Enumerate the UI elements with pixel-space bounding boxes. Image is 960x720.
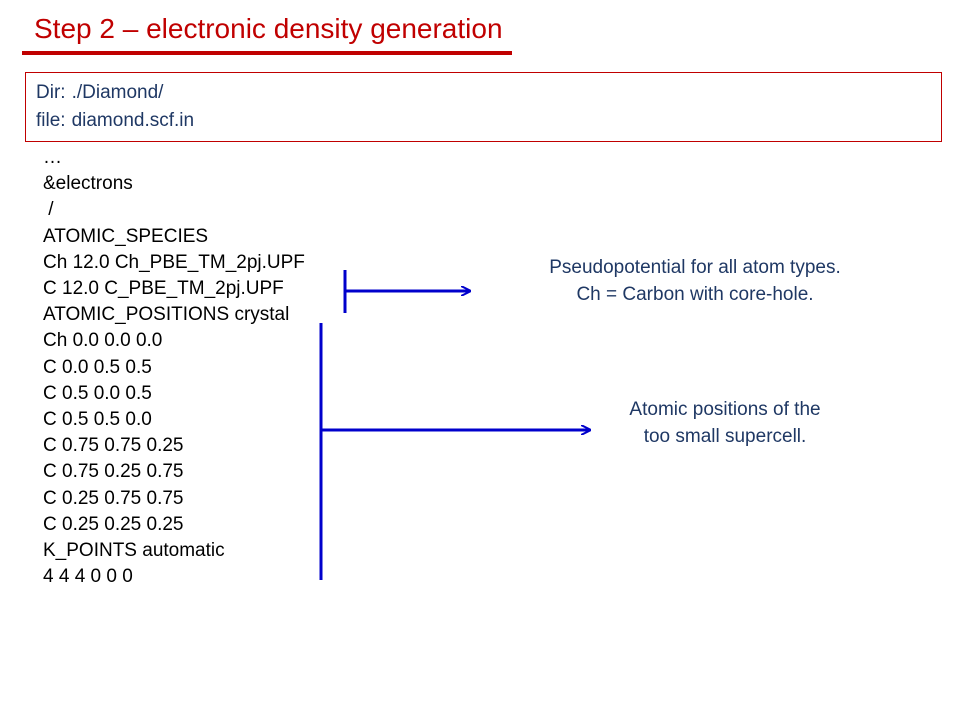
code-line: &electrons [43, 173, 133, 195]
code-line: C 0.25 0.75 0.75 [43, 487, 184, 509]
code-line: ATOMIC_POSITIONS crystal [43, 304, 290, 326]
file-label: file: [36, 110, 66, 131]
code-line: Ch 12.0 Ch_PBE_TM_2pj.UPF [43, 251, 305, 273]
code-line: C 0.25 0.25 0.25 [43, 513, 184, 535]
species-annotation-line: Ch = Carbon with core-hole. [576, 284, 814, 305]
code-line: C 0.5 0.5 0.0 [43, 409, 152, 431]
code-line: C 12.0 C_PBE_TM_2pj.UPF [43, 278, 284, 300]
code-line: Ch 0.0 0.0 0.0 [43, 330, 163, 352]
file-info-box: Dir:./Diamond/ file:diamond.scf.in [25, 72, 942, 142]
title-underline [22, 51, 512, 55]
code-line: C 0.5 0.0 0.5 [43, 382, 152, 404]
species-annotation-line: Pseudopotential for all atom types. [549, 257, 841, 278]
code-line: C 0.0 0.5 0.5 [43, 356, 152, 378]
dir-label: Dir: [36, 82, 66, 103]
code-line: / [43, 199, 54, 221]
code-line: C 0.75 0.75 0.25 [43, 435, 184, 457]
species-annotation: Pseudopotential for all atom types. Ch =… [500, 254, 890, 308]
code-line: K_POINTS automatic [43, 540, 225, 562]
positions-annotation: Atomic positions of the too small superc… [580, 396, 870, 450]
input-file-listing: … &electrons / ATOMIC_SPECIES Ch 12.0 Ch… [43, 145, 305, 590]
code-line: C 0.75 0.25 0.75 [43, 461, 184, 483]
code-line: … [43, 147, 62, 168]
slide-title: Step 2 – electronic density generation [34, 13, 503, 44]
positions-annotation-line: too small supercell. [643, 426, 807, 447]
positions-annotation-line: Atomic positions of the [629, 399, 821, 420]
dir-value: ./Diamond/ [71, 82, 164, 103]
file-row: file:diamond.scf.in [36, 107, 941, 135]
file-value: diamond.scf.in [71, 110, 195, 131]
code-line: 4 4 4 0 0 0 [43, 566, 133, 588]
dir-row: Dir:./Diamond/ [36, 79, 941, 107]
code-line: ATOMIC_SPECIES [43, 225, 209, 247]
